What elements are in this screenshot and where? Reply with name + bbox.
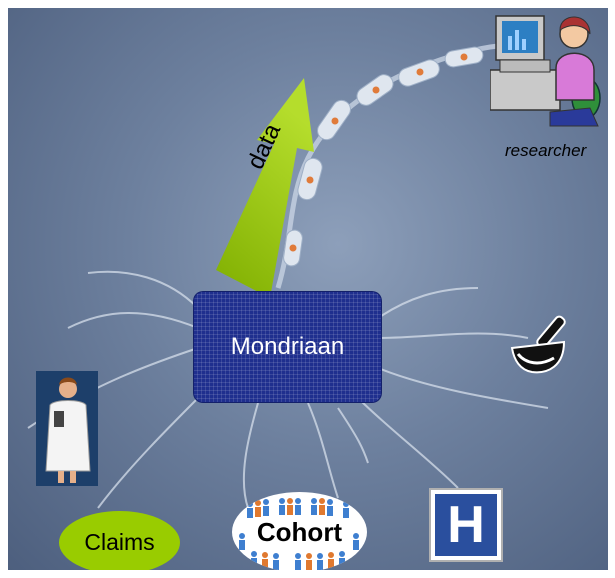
- hospital-label: H: [435, 494, 497, 556]
- diagram-canvas: researcher data Mondriaan Claims: [8, 8, 608, 570]
- data-arrow: [216, 78, 314, 298]
- mondriaan-label: Mondriaan: [230, 333, 345, 360]
- researcher-label: researcher: [505, 141, 587, 160]
- claims-source: Claims: [59, 511, 180, 570]
- researcher-computer-icon: [489, 8, 602, 128]
- claims-label: Claims: [84, 529, 155, 555]
- hospital-icon: H: [429, 488, 503, 562]
- doctor-icon: [36, 371, 98, 486]
- cohort-label: Cohort: [256, 516, 343, 547]
- people-icon: [239, 498, 359, 570]
- mortar-pestle-icon: [508, 308, 580, 378]
- cohort-source: Cohort: [232, 492, 367, 570]
- mondriaan-node: Mondriaan: [193, 291, 382, 403]
